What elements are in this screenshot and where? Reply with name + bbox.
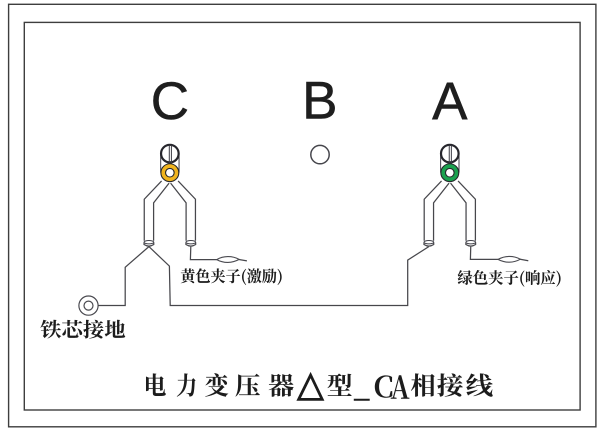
- svg-text:A: A: [432, 72, 468, 131]
- svg-text:C: C: [151, 72, 189, 131]
- svg-text:B: B: [302, 72, 337, 131]
